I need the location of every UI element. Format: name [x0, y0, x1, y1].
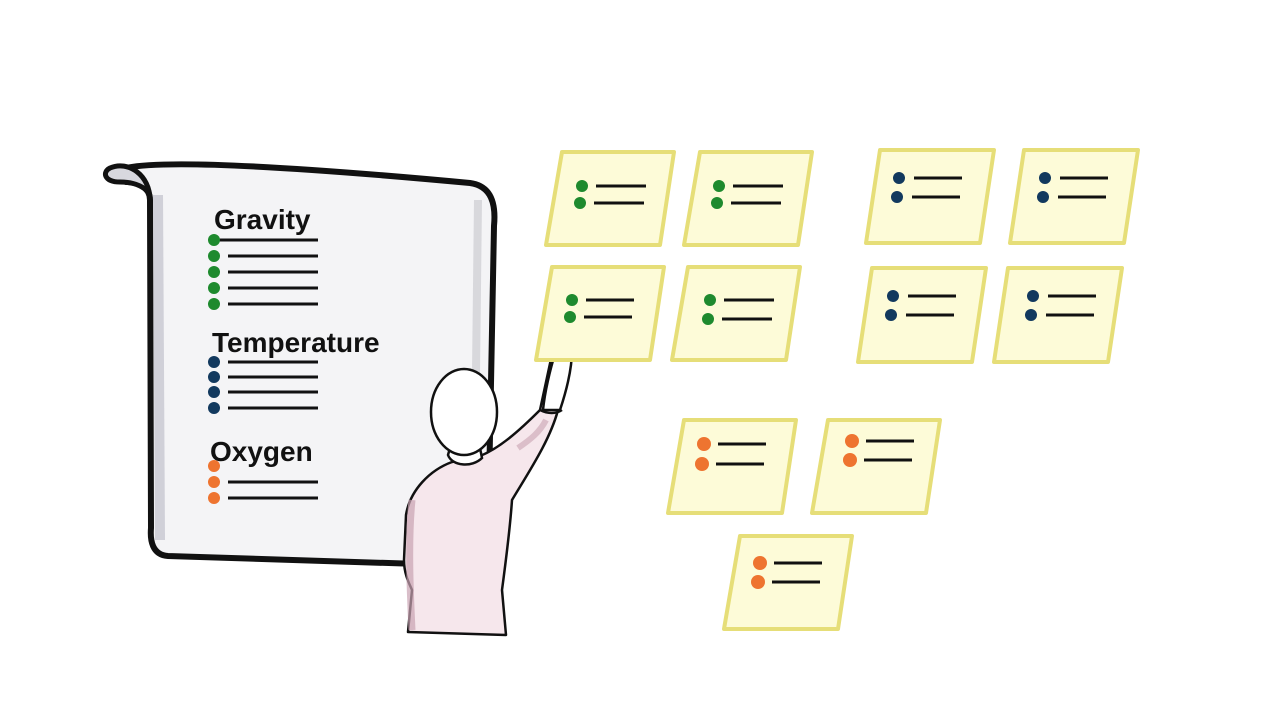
person-body — [402, 337, 570, 637]
bullet-dot — [208, 282, 220, 294]
person-sleeve-cuff — [539, 408, 563, 415]
sticky-note-temperature-1 — [864, 148, 996, 245]
paper-curl — [102, 163, 153, 201]
person-back-shadow — [406, 499, 416, 631]
sticky-note-gravity-2 — [682, 150, 814, 247]
sticky-note-gravity-3 — [534, 265, 666, 362]
bullet-dot — [208, 476, 220, 488]
bullet-list-gravity — [208, 234, 318, 310]
sticky-note-gravity-4 — [670, 265, 802, 362]
section-heading-temperature: Temperature — [212, 327, 380, 358]
sticky-note-oxygen-2 — [810, 418, 942, 515]
bullet-dot — [208, 402, 220, 414]
bullet-dot — [208, 266, 220, 278]
person-arm-shadow — [516, 418, 549, 451]
person-head — [429, 367, 499, 457]
sticky-note-oxygen-3 — [722, 534, 854, 631]
bullet-dot — [208, 371, 220, 383]
bullet-dot — [208, 386, 220, 398]
bullet-list-oxygen — [208, 460, 318, 504]
bullet-dot — [208, 460, 220, 472]
paper-shade-left — [153, 194, 165, 541]
bullet-list-temperature — [208, 356, 318, 414]
bullet-dot — [208, 356, 220, 368]
sticky-notes-gravity — [534, 150, 814, 362]
section-heading-oxygen: Oxygen — [210, 436, 313, 467]
bullet-dot — [208, 298, 220, 310]
sticky-note-gravity-1 — [544, 150, 676, 247]
sticky-notes-temperature — [856, 148, 1140, 364]
bullet-dot — [208, 250, 220, 262]
sticky-note-temperature-2 — [1008, 148, 1140, 245]
sticky-note-temperature-4 — [992, 266, 1124, 364]
sticky-note-temperature-3 — [856, 266, 988, 364]
bullet-dot — [208, 492, 220, 504]
section-heading-gravity: Gravity — [214, 204, 311, 235]
bullet-dot — [208, 234, 220, 246]
sticky-notes-oxygen — [666, 418, 942, 631]
paper-board: Gravity Temperature Oxygen — [102, 161, 498, 569]
sticky-note-oxygen-1 — [666, 418, 798, 515]
